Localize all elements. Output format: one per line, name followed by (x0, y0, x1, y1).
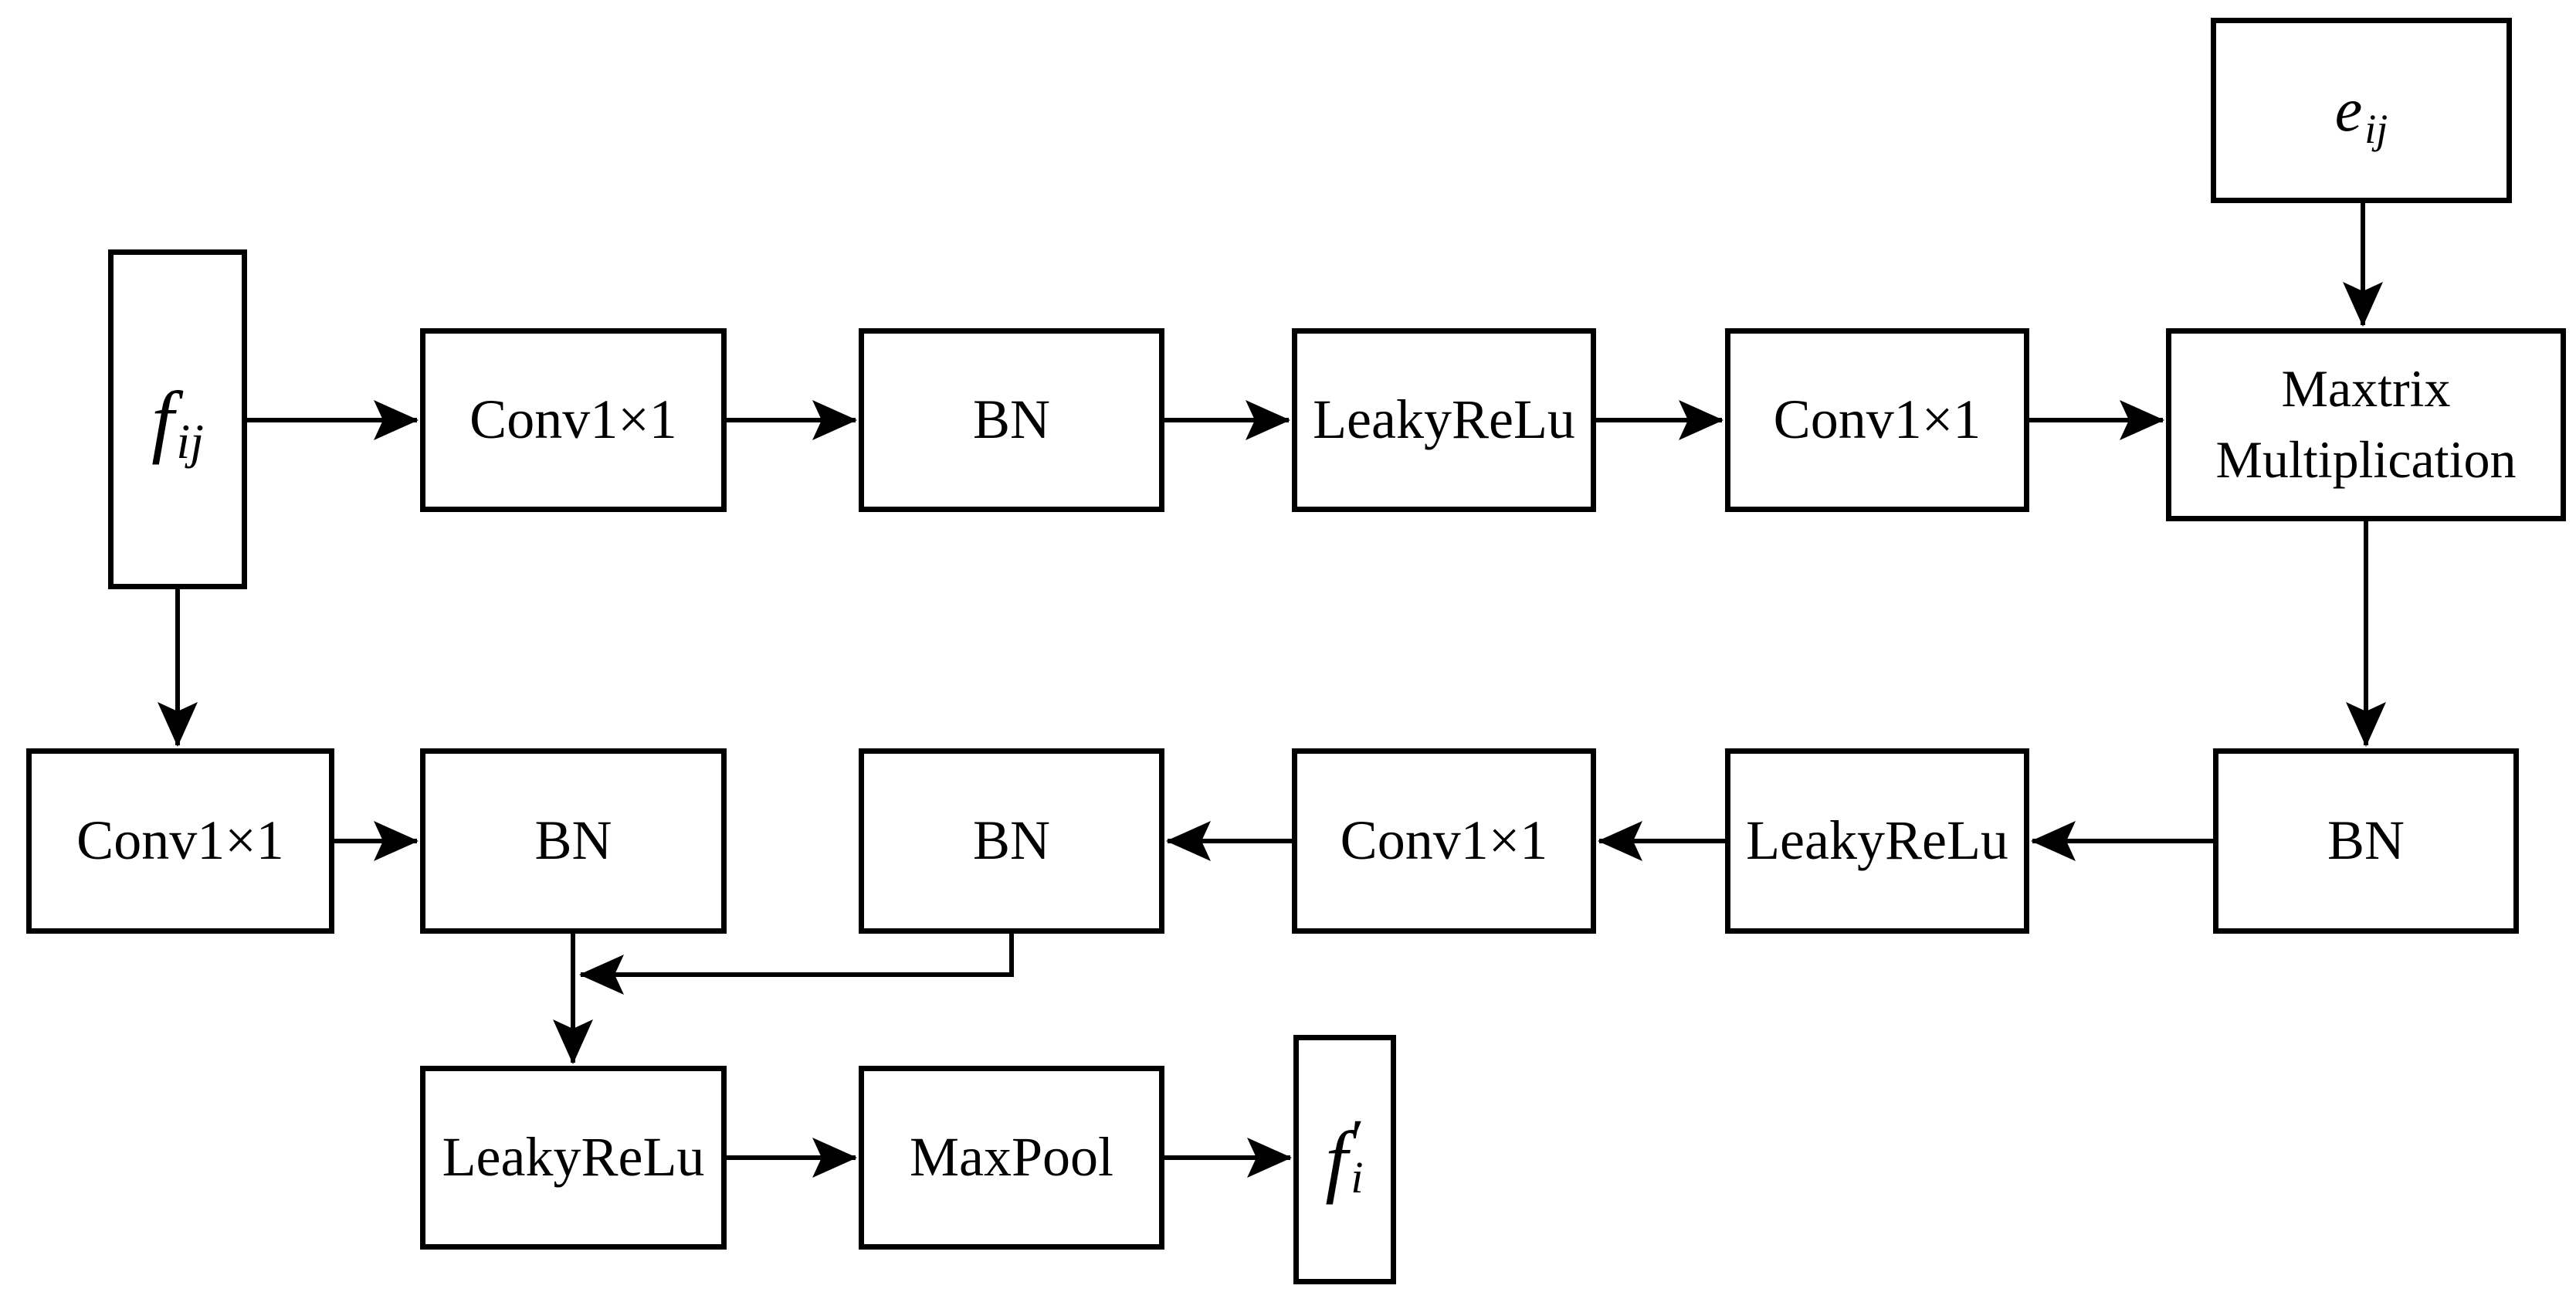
arrow-bn3-elbow-to-join (579, 934, 1014, 995)
node-bn-row2-c: BN (2213, 748, 2519, 934)
node-label: LeakyReLu (442, 1126, 705, 1189)
node-label: MaxPool (909, 1126, 1114, 1189)
node-label: BN (972, 809, 1051, 872)
node-label: LeakyReLu (1746, 809, 2008, 872)
node-bn-row2-a: BN (420, 748, 727, 934)
f-i-prime-subscript: i (1351, 1151, 1364, 1202)
node-label: Conv1×1 (1773, 388, 1981, 451)
node-matrix-multiplication: Maxtrix Multiplication (2166, 328, 2566, 521)
node-conv1x1-row2-a: Conv1×1 (26, 748, 334, 934)
node-leakyrelu-row3: LeakyReLu (420, 1066, 727, 1250)
node-leakyrelu-row2: LeakyReLu (1725, 748, 2029, 934)
f-i-prime-mark: ′ (1351, 1111, 1364, 1164)
node-maxpool: MaxPool (859, 1066, 1164, 1250)
node-label: Conv1×1 (1340, 809, 1548, 872)
node-label: BN (534, 809, 612, 872)
node-label: LeakyReLu (1313, 388, 1575, 451)
node-output-f-i-prime: f′i (1293, 1035, 1396, 1284)
node-label-line2: Multiplication (2215, 430, 2517, 489)
node-label: Conv1×1 (76, 809, 284, 872)
node-label-line1: Maxtrix (2281, 359, 2451, 419)
e-ij-base: e (2334, 76, 2363, 144)
node-label: Conv1×1 (469, 388, 677, 451)
f-ij-base: f (151, 374, 175, 465)
node-bn-row1: BN (859, 328, 1164, 512)
node-bn-row2-b: BN (859, 748, 1164, 934)
f-i-prime-scripts: ′i (1351, 1111, 1364, 1202)
node-leakyrelu-row1: LeakyReLu (1292, 328, 1596, 512)
node-conv1x1-row1-a: Conv1×1 (420, 328, 727, 512)
node-label: BN (2327, 809, 2405, 872)
node-label: BN (972, 388, 1051, 451)
f-i-prime-base: f (1325, 1114, 1348, 1205)
f-ij-subscript: ij (176, 413, 204, 469)
node-conv1x1-row1-b: Conv1×1 (1725, 328, 2029, 512)
e-ij-subscript: ij (2364, 106, 2388, 153)
node-conv1x1-row2-b: Conv1×1 (1292, 748, 1596, 934)
